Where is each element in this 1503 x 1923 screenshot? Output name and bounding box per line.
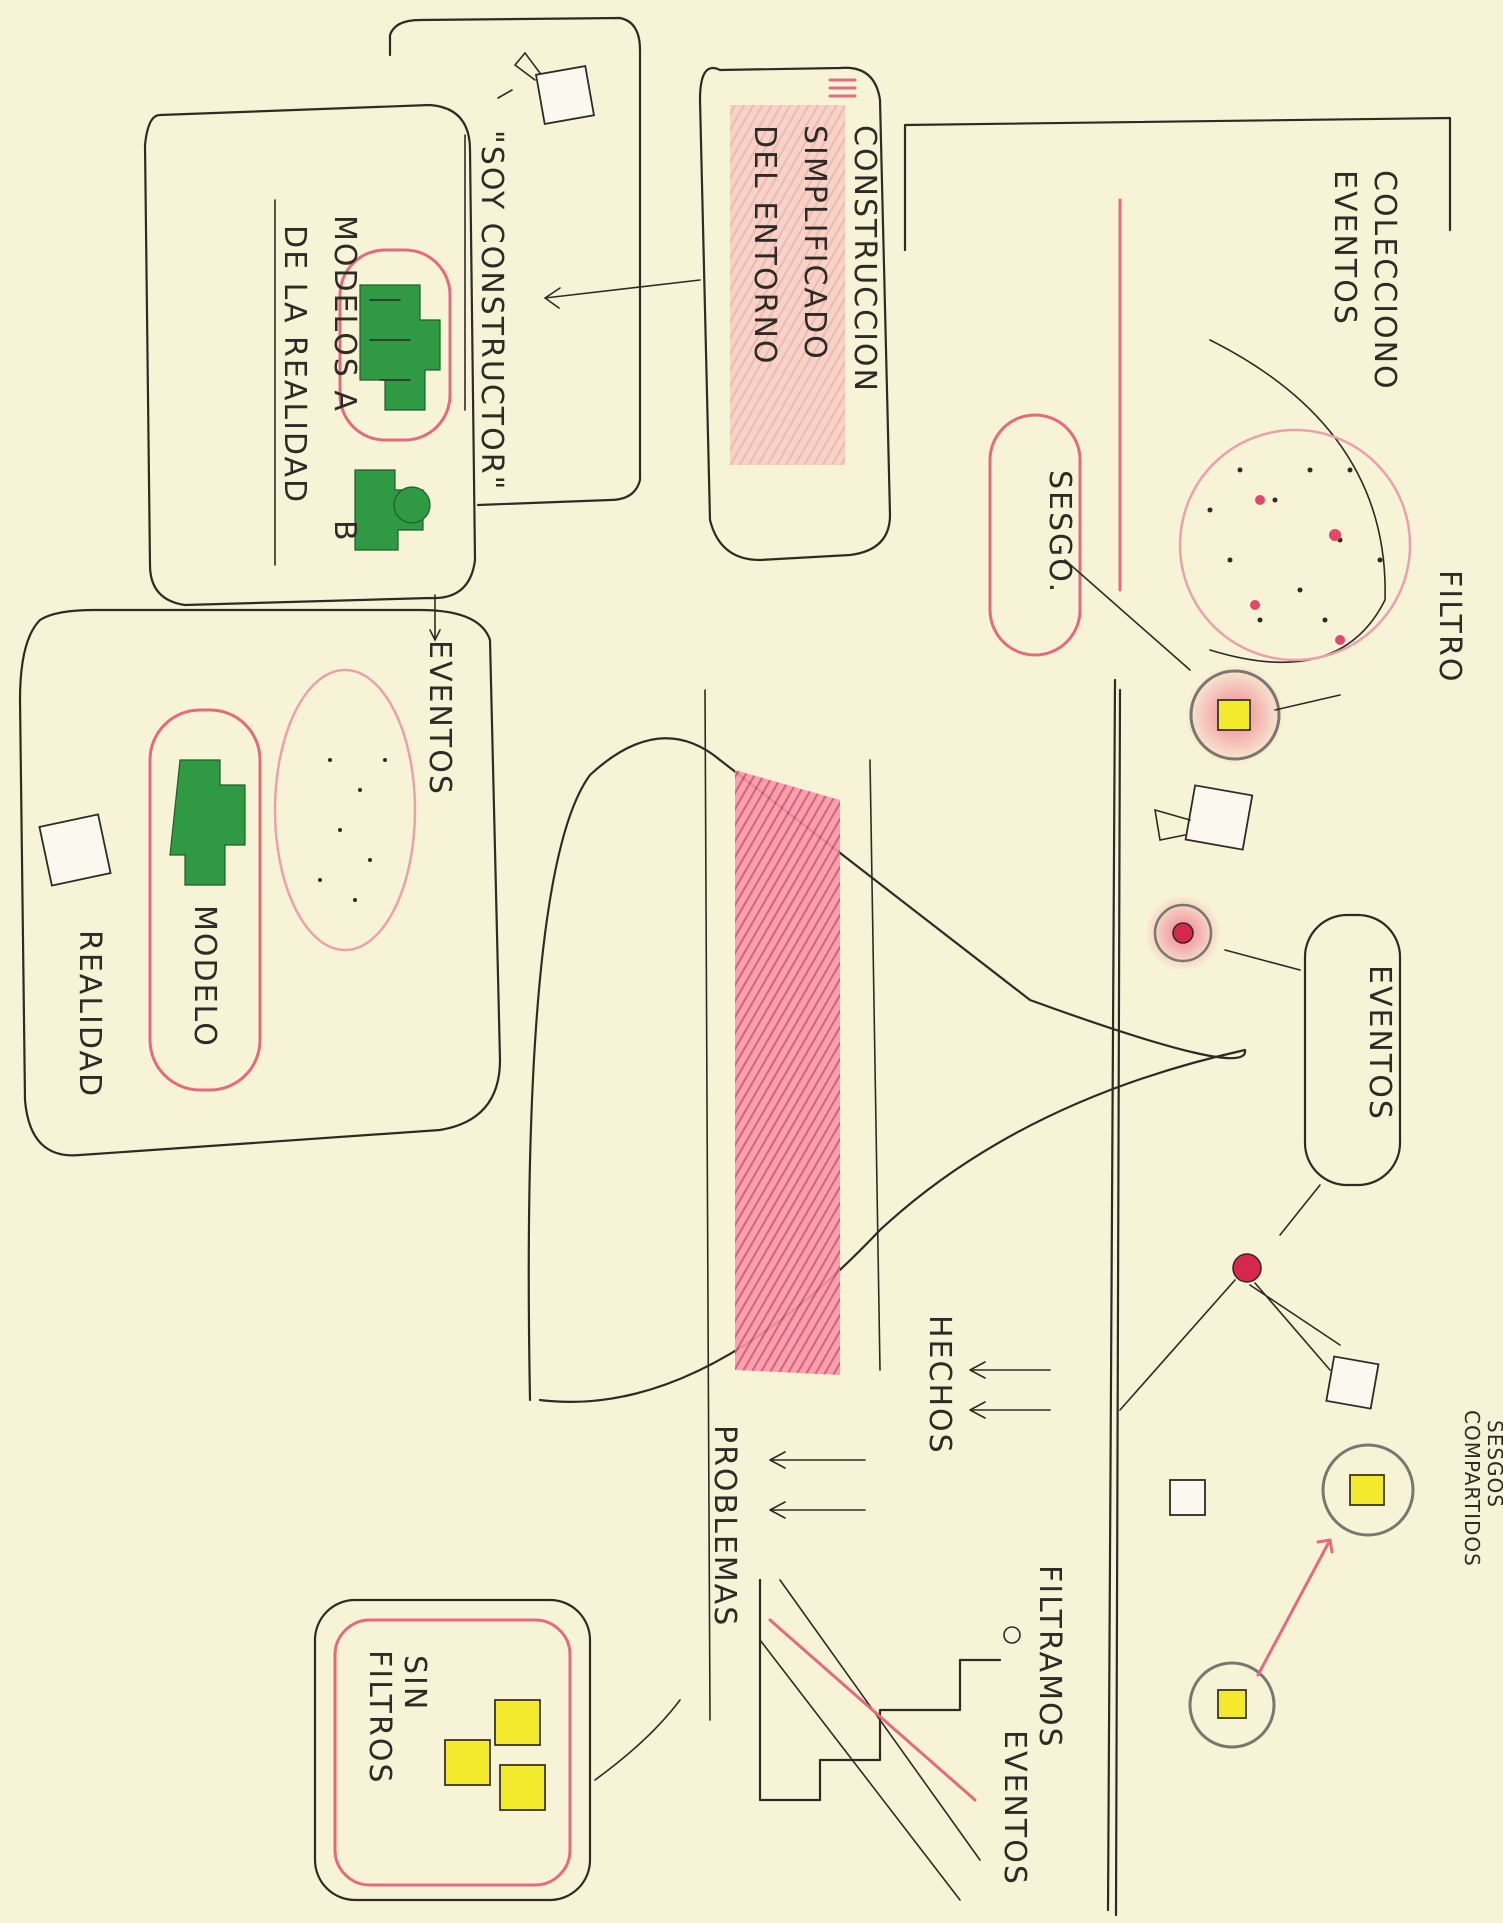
eventos-top-label: EVENTOS bbox=[422, 640, 457, 796]
construccion-label-line3: DEL ENTORNO bbox=[747, 125, 782, 366]
modelos-label-b: B bbox=[327, 520, 362, 543]
construccion-hatch bbox=[730, 105, 845, 465]
yellow-cube-icon bbox=[444, 1739, 491, 1786]
hechos-label: HECHOS bbox=[922, 1315, 957, 1455]
sesgo-bubble: SESGO. bbox=[988, 413, 1191, 671]
modelos-label-line1: MODELOS A bbox=[327, 215, 362, 413]
eventos-model-box: EVENTOS MODELO REALIDAD bbox=[18, 594, 502, 1157]
realidad-cube-icon bbox=[38, 813, 112, 887]
sin-label-line1: SIN bbox=[397, 1655, 432, 1711]
realidad-label: REALIDAD bbox=[72, 930, 107, 1098]
sin-filtros-box: SIN FILTROS bbox=[313, 1598, 681, 1902]
red-dot bbox=[1119, 1253, 1341, 1411]
baseline bbox=[1106, 678, 1122, 1917]
model-b-icon bbox=[354, 469, 431, 551]
bell-curve bbox=[527, 689, 1247, 1721]
bell-hatch bbox=[735, 770, 840, 1375]
constructor-figure-icon bbox=[497, 51, 596, 126]
yellow-cube-icon bbox=[494, 1699, 541, 1746]
filtramos-label-line1: FILTRAMOS bbox=[1032, 1565, 1067, 1749]
shared-filter-top bbox=[1321, 1443, 1415, 1537]
modelos-box: "SOY CONSTRUCTOR" MODELOS A B DE LA REAL… bbox=[143, 16, 642, 607]
modelo-label: MODELO bbox=[187, 905, 222, 1048]
yellow-cube-icon bbox=[1217, 1689, 1247, 1719]
sesgos-label-line1: SESGOS bbox=[1483, 1420, 1503, 1508]
eventos-right-label: EVENTOS bbox=[1362, 965, 1397, 1121]
red-event-node bbox=[1145, 895, 1301, 971]
person-cube-icon bbox=[1154, 784, 1254, 851]
coleccionando-label-line1: COLECCIONO bbox=[1367, 170, 1402, 391]
filter-node bbox=[1185, 665, 1341, 765]
filtramos-label-line2: EVENTOS bbox=[997, 1730, 1032, 1886]
small-person-cube-icon bbox=[1169, 1355, 1380, 1516]
construccion-label-line2: SIMPLIFICADO bbox=[797, 125, 832, 361]
yellow-cube-icon bbox=[499, 1764, 546, 1811]
eventos-bubble: EVENTOS bbox=[1279, 913, 1402, 1236]
shared-filter-bottom bbox=[1188, 1661, 1276, 1749]
coleccionando-label-line2: EVENTOS bbox=[1327, 170, 1362, 326]
modelos-label-line2: DE LA REALIDAD bbox=[277, 225, 312, 504]
sin-label-line2: FILTROS bbox=[362, 1650, 397, 1785]
eventos-dots bbox=[1207, 467, 1383, 645]
coleccionando-group: COLECCIONO EVENTOS FILTRO bbox=[903, 116, 1467, 683]
shared-arrow bbox=[1256, 1538, 1334, 1677]
model-a-highlight bbox=[338, 248, 452, 442]
soy-constructor-label: "SOY CONSTRUCTOR" bbox=[474, 130, 509, 491]
sesgos-label-line2: COMPARTIDOS bbox=[1460, 1410, 1484, 1567]
filtro-label: FILTRO bbox=[1432, 570, 1467, 683]
staircase bbox=[758, 1578, 1021, 1901]
sesgo-label: SESGO. bbox=[1042, 470, 1077, 594]
problemas-label: PROBLEMAS bbox=[707, 1425, 742, 1627]
yellow-cube-icon bbox=[1349, 1474, 1385, 1506]
eventos-circle bbox=[1178, 428, 1412, 662]
yellow-cube-icon bbox=[1217, 699, 1251, 731]
construccion-label-line1: CONSTRUCCION bbox=[847, 125, 882, 393]
construccion-box: CONSTRUCCION SIMPLIFICADO DEL ENTORNO bbox=[544, 66, 892, 562]
